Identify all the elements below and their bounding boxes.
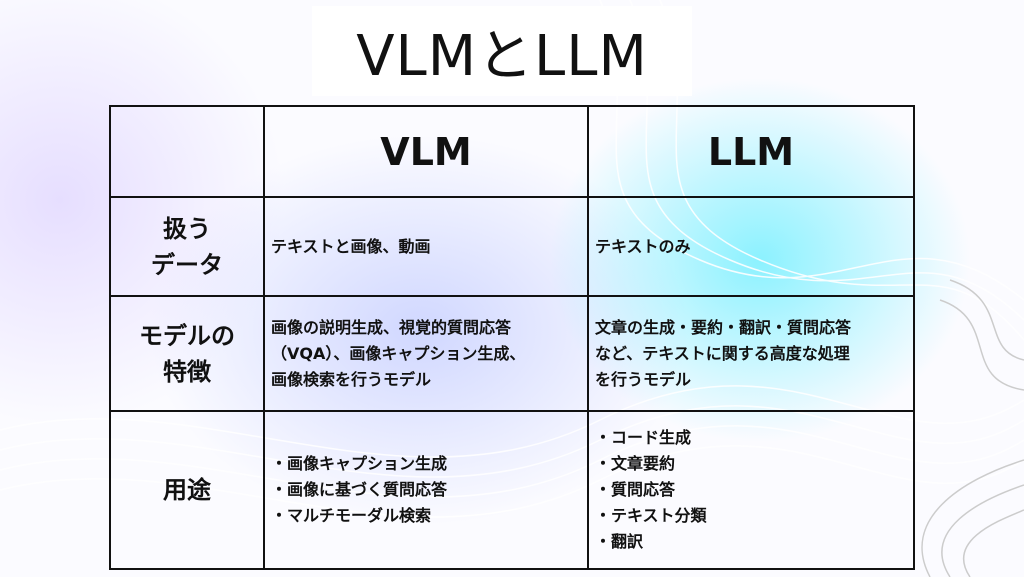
list-item: ・質問応答 (595, 480, 676, 499)
cell-text: テキストのみ (595, 236, 691, 256)
row-header-features: モデルの 特徴 (109, 295, 265, 412)
cell-text: を行うモデル (595, 369, 692, 389)
vlm-uses-list: ・画像キャプション生成 ・画像に基づく質問応答 ・マルチモーダル検索 (271, 451, 581, 529)
list-item: ・翻訳 (595, 532, 644, 551)
table-row: モデルの 特徴 画像の説明生成、視覚的質問応答 （VQA）、画像キャプション生成… (109, 295, 915, 412)
title-box: VLMとLLM (312, 6, 692, 96)
list-item: ・画像キャプション生成 (271, 454, 448, 473)
list-item: ・マルチモーダル検索 (271, 506, 432, 525)
cell-text: 画像の説明生成、視覚的質問応答 (271, 317, 512, 337)
list-item: ・画像に基づく質問応答 (271, 480, 448, 499)
cell-llm-uses: ・コード生成 ・文章要約 ・質問応答 ・テキスト分類 ・翻訳 (587, 410, 915, 570)
corner-cell (109, 105, 265, 198)
cell-text: （VQA）、画像キャプション生成、 (271, 343, 526, 363)
column-header-vlm: VLM (263, 105, 589, 198)
row-header-line: 扱う (163, 214, 211, 243)
table-header-row: VLM LLM (109, 105, 915, 198)
row-header-line: 特徴 (163, 357, 211, 386)
cell-vlm-data: テキストと画像、動画 (263, 196, 589, 297)
cell-llm-features: 文章の生成・要約・翻訳・質問応答 など、テキストに関する高度な処理 を行うモデル (587, 295, 915, 412)
cell-vlm-uses: ・画像キャプション生成 ・画像に基づく質問応答 ・マルチモーダル検索 (263, 410, 589, 570)
comparison-table: VLM LLM 扱う データ テキストと画像、動画 テキストのみ モデルの 特徴… (109, 105, 915, 570)
table-row: 用途 ・画像キャプション生成 ・画像に基づく質問応答 ・マルチモーダル検索 ・コ… (109, 410, 915, 570)
cell-llm-data: テキストのみ (587, 196, 915, 297)
list-item: ・テキスト分類 (595, 506, 707, 525)
list-item: ・文章要約 (595, 454, 676, 473)
row-header-line: モデルの (139, 321, 235, 350)
cell-text: テキストと画像、動画 (271, 236, 431, 256)
cell-text: 文章の生成・要約・翻訳・質問応答 (595, 317, 852, 337)
cell-text: など、テキストに関する高度な処理 (595, 343, 850, 363)
list-item: ・コード生成 (595, 428, 692, 447)
cell-vlm-features: 画像の説明生成、視覚的質問応答 （VQA）、画像キャプション生成、 画像検索を行… (263, 295, 589, 412)
row-header-line: データ (151, 250, 223, 279)
row-header-line: 用途 (163, 476, 211, 504)
page-title: VLMとLLM (356, 23, 648, 89)
llm-uses-list: ・コード生成 ・文章要約 ・質問応答 ・テキスト分類 ・翻訳 (595, 425, 907, 555)
cell-text: 画像検索を行うモデル (271, 369, 432, 389)
row-header-uses: 用途 (109, 410, 265, 570)
table-row: 扱う データ テキストと画像、動画 テキストのみ (109, 196, 915, 297)
row-header-data: 扱う データ (109, 196, 265, 297)
column-header-llm: LLM (587, 105, 915, 198)
